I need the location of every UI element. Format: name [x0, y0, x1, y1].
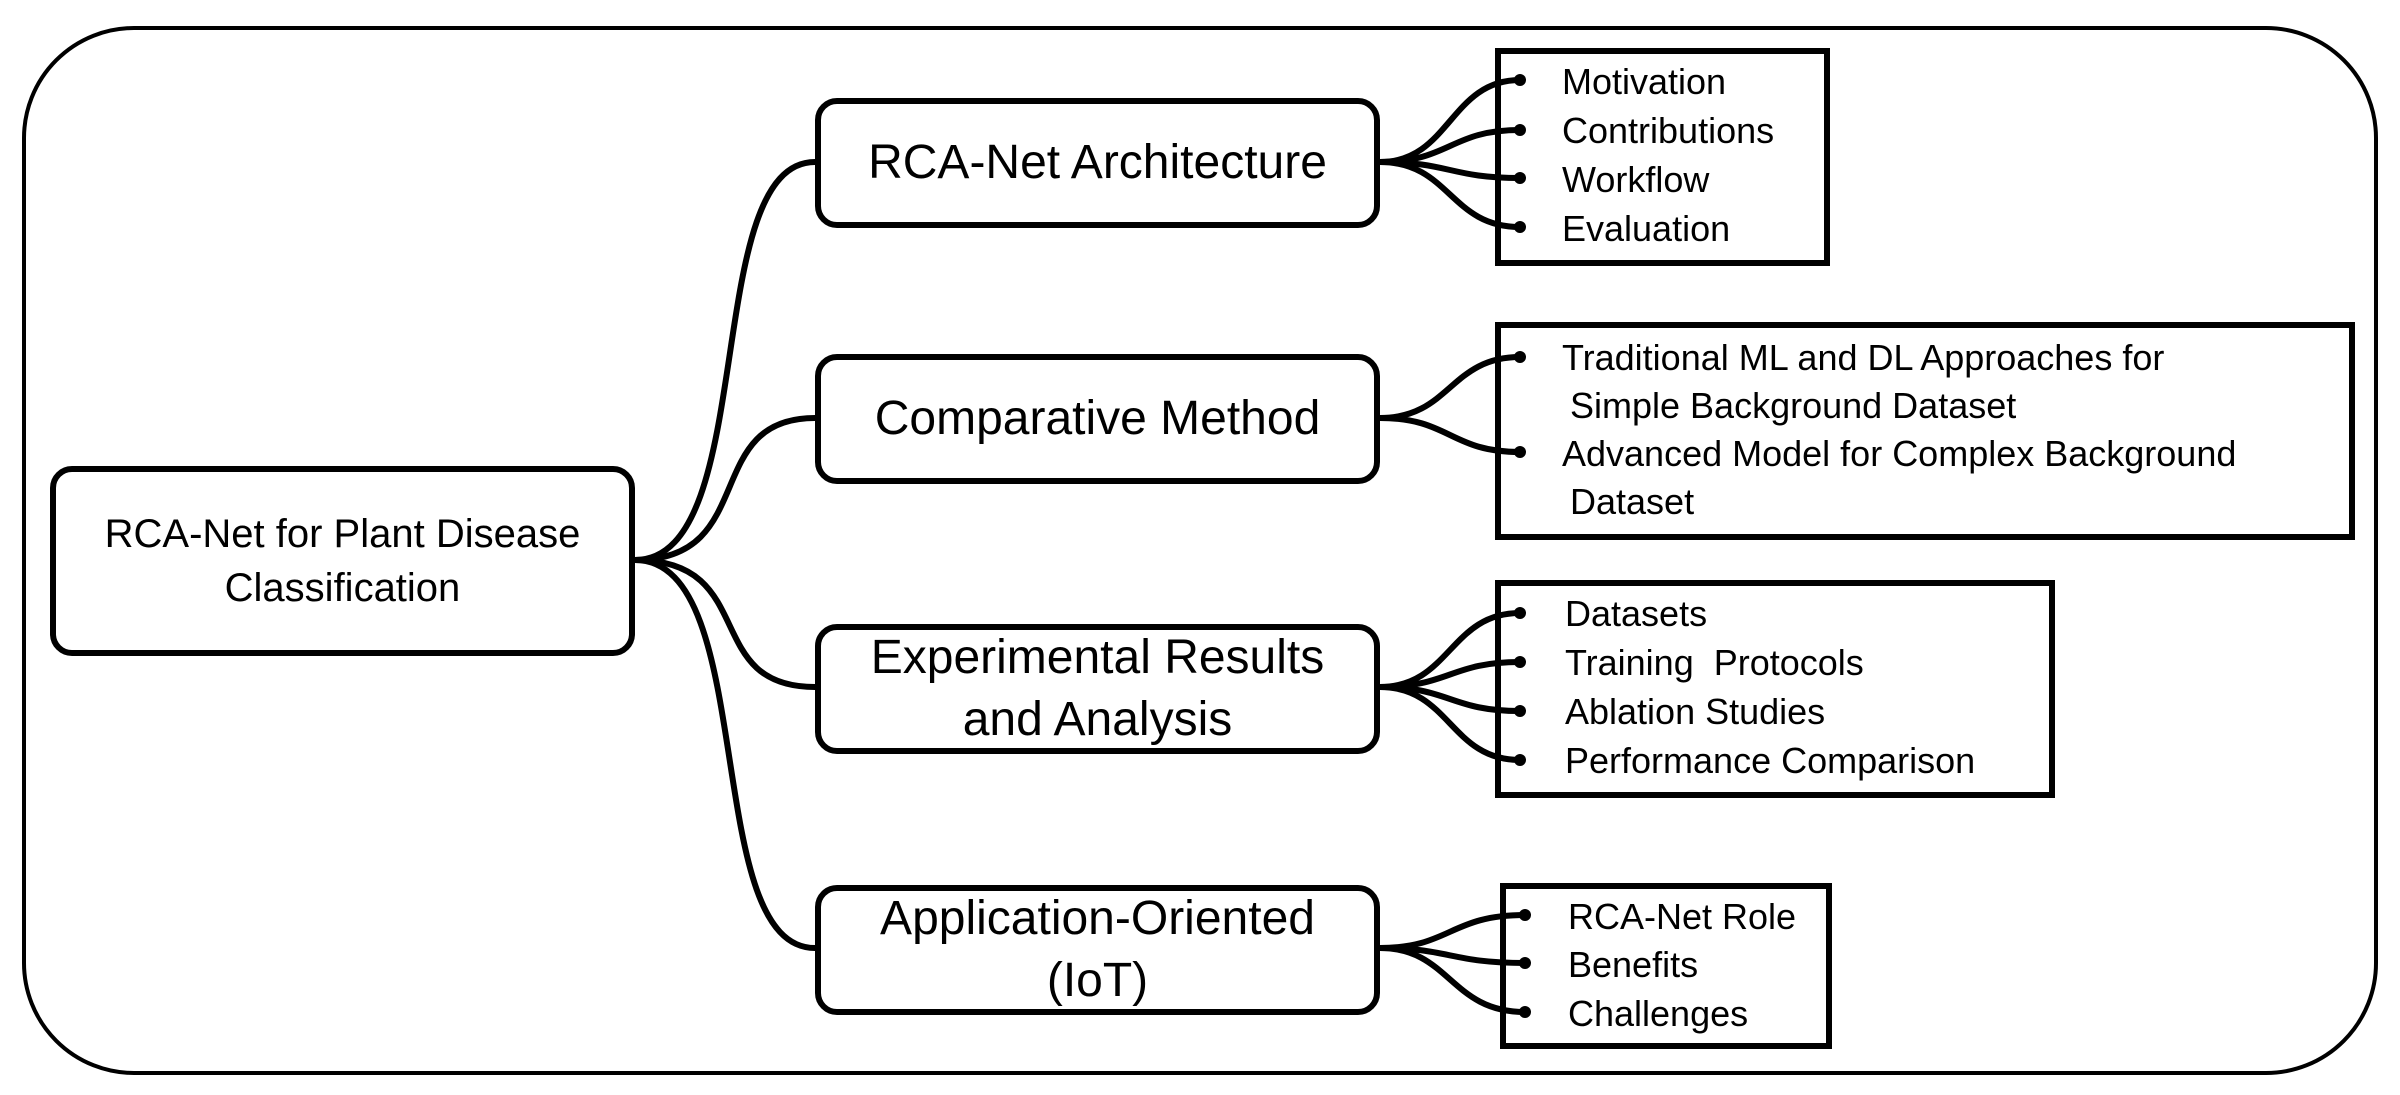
bullet-dot [1514, 124, 1526, 136]
branch-node-comparative: Comparative Method [815, 354, 1380, 484]
branch-title-application-line-2: (IoT) [1046, 954, 1149, 1007]
branch-node-application: Application-Oriented (IoT) [815, 885, 1380, 1015]
leaf-box-architecture [1495, 48, 1830, 266]
leaf-item-traditional-line-2: Simple Background Dataset [1570, 385, 2017, 426]
leaf-box-comparative [1495, 322, 2355, 540]
bullet-dot [1519, 957, 1531, 969]
bullet-dot [1514, 446, 1526, 458]
leaf-item-workflow: Workflow [1562, 159, 1710, 200]
branch-node-architecture: RCA-Net Architecture [815, 98, 1380, 228]
bullet-dot [1514, 607, 1526, 619]
leaf-box-experimental [1495, 580, 2055, 798]
branch-title-experimental: Experimental Results and Analysis [871, 627, 1325, 751]
leaf-item-benefits: Benefits [1568, 944, 1699, 985]
bullet-dot [1514, 172, 1526, 184]
leaf-item-ablation-studies: Ablation Studies [1565, 691, 1826, 732]
connector-root-to-architecture [634, 159, 816, 563]
leaf-item-advanced-line-2: Dataset [1570, 481, 1695, 522]
branch-title-experimental-line-1: Experimental Results [870, 631, 1325, 684]
bullet-dot [1514, 754, 1526, 766]
root-title-line-2: Classification [224, 566, 461, 610]
root-node: RCA-Net for Plant Disease Classification [50, 466, 635, 656]
branch-title-application-line-1: Application-Oriented [880, 892, 1315, 945]
branch-node-experimental: Experimental Results and Analysis [815, 624, 1380, 754]
bullet-dot [1514, 351, 1526, 363]
leaf-item-advanced-line-1: Advanced Model for Complex Background [1562, 433, 2237, 474]
connector-root-to-comparative [634, 415, 816, 563]
bullet-dot [1519, 1006, 1531, 1018]
bullet-dot [1514, 656, 1526, 668]
bullet-dots [1514, 74, 1531, 1018]
branch-title-comparative: Comparative Method [874, 392, 1321, 445]
branch-title-experimental-line-2: and Analysis [962, 693, 1233, 746]
leaf-item-rca-net-role: RCA-Net Role [1568, 896, 1797, 937]
branch-title-application: Application-Oriented (IoT) [880, 888, 1315, 1012]
leaf-item-challenges: Challenges [1568, 993, 1749, 1034]
bullet-dot [1514, 74, 1526, 86]
leaf-item-contributions: Contributions [1562, 110, 1775, 151]
root-connectors [634, 159, 816, 951]
outer-frame [22, 26, 2378, 1075]
leaf-item-datasets: Datasets [1565, 593, 1708, 634]
root-title-line-1: RCA-Net for Plant Disease [104, 512, 581, 556]
bullet-dot [1514, 221, 1526, 233]
bullet-dot [1514, 705, 1526, 717]
leaf-item-traditional-line-1: Traditional ML and DL Approaches for [1562, 337, 2165, 378]
branch-title-architecture: RCA-Net Architecture [868, 136, 1327, 189]
leaf-item-training-protocols: Training Protocols [1565, 642, 1864, 683]
leaf-box-application [1500, 883, 1832, 1049]
connector-root-to-experimental [634, 557, 816, 690]
bullet-dot [1519, 909, 1531, 921]
connector-root-to-application [634, 557, 816, 951]
leaf-item-motivation: Motivation [1562, 61, 1727, 102]
root-title: RCA-Net for Plant Disease Classification [105, 507, 581, 615]
leaf-item-performance-comparison: Performance Comparison [1565, 740, 1976, 781]
leaf-item-evaluation: Evaluation [1562, 208, 1731, 249]
